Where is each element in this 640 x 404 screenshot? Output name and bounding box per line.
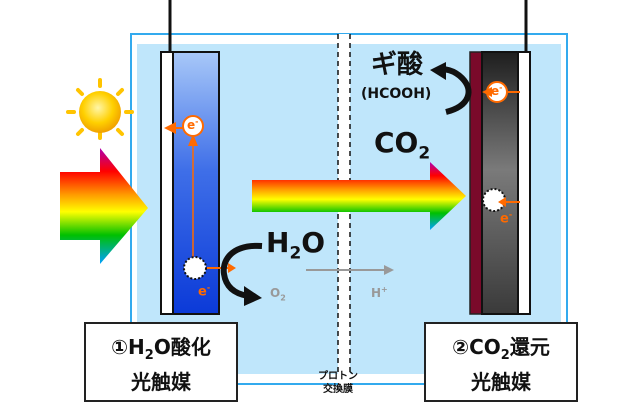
left-catalyst-label: ①H2O酸化 光触媒 bbox=[84, 322, 238, 402]
electron-label-right: e- bbox=[491, 83, 503, 98]
light-arrow-middle bbox=[252, 162, 466, 230]
electron-label-right-bottom: e- bbox=[500, 210, 513, 227]
co2-label: CO2 bbox=[374, 126, 431, 164]
formic-acid-label: ギ酸 bbox=[371, 50, 424, 80]
h2o-label: H2O bbox=[266, 226, 326, 264]
o2-label: O2 bbox=[270, 286, 286, 303]
proton-exchange-membrane bbox=[338, 34, 350, 400]
left-electrode-backing bbox=[160, 51, 174, 315]
right-catalyst-label: ②CO2還元 光触媒 bbox=[424, 322, 578, 402]
formic-acid-formula: (HCOOH) bbox=[361, 86, 432, 102]
sun-icon bbox=[66, 78, 134, 140]
light-arrow-left bbox=[60, 148, 148, 264]
electron-label-left-top: e- bbox=[187, 117, 199, 132]
electron-arrow-left-top bbox=[164, 122, 176, 134]
membrane-label: プロトン 交換膜 bbox=[318, 371, 358, 395]
h-plus-label: H+ bbox=[371, 285, 388, 300]
right-electrode-edge bbox=[469, 51, 483, 315]
hole-left bbox=[183, 256, 207, 280]
electron-left-top bbox=[182, 115, 204, 137]
right-electrode-backing bbox=[517, 51, 531, 315]
h2o-arrow bbox=[220, 242, 263, 299]
electron-label-left-bottom: e- bbox=[198, 283, 211, 300]
